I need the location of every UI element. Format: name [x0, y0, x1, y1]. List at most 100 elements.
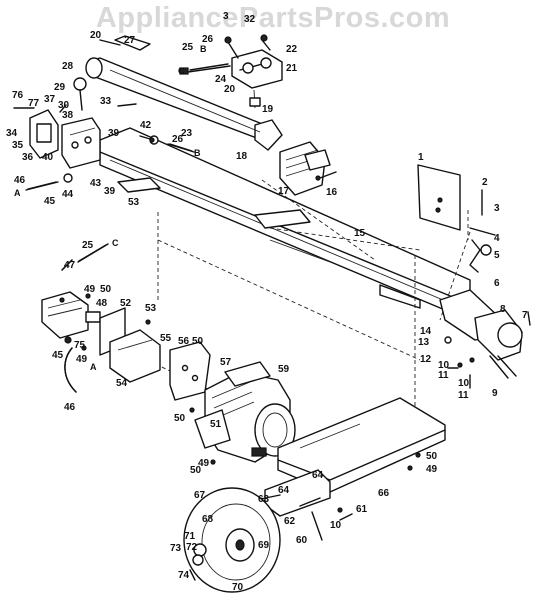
- callout-36: 36: [22, 152, 34, 163]
- callout-75: 75: [74, 340, 86, 351]
- callout-74: 74: [178, 570, 190, 581]
- callout-22: 22: [286, 44, 298, 55]
- callout-26-b: 26: [172, 134, 184, 145]
- callout-10-c: 10: [330, 520, 342, 531]
- callout-21: 21: [286, 63, 298, 74]
- callout-68: 68: [202, 514, 214, 525]
- callout-55: 55: [160, 333, 172, 344]
- callout-50-c: 50: [174, 413, 186, 424]
- callout-49-b: 49: [76, 354, 88, 365]
- callout-40: 40: [42, 152, 54, 163]
- callout-19: 19: [262, 104, 274, 115]
- callout-47: 47: [64, 260, 76, 271]
- callout-7: 7: [522, 310, 528, 321]
- callout-17: 17: [278, 186, 290, 197]
- callout-4: 4: [494, 233, 500, 244]
- callout-43: 43: [90, 178, 102, 189]
- callout-1: 1: [418, 152, 424, 163]
- callout-24: 24: [215, 74, 227, 85]
- mount-plate: [169, 341, 211, 401]
- callout-10-a: 10: [438, 360, 450, 371]
- callout-45-b: 45: [52, 350, 64, 361]
- callout-26-a: 26: [202, 34, 214, 45]
- callout-52: 52: [120, 298, 132, 309]
- callout-53-a: 53: [128, 197, 140, 208]
- beam: [99, 127, 471, 311]
- callout-8: 8: [500, 304, 506, 315]
- connector-a-bottom: A: [90, 362, 97, 372]
- callout-18: 18: [236, 151, 248, 162]
- callout-11-b: 11: [458, 390, 469, 401]
- callout-48: 48: [96, 298, 108, 309]
- base-frame: [264, 397, 446, 517]
- callout-50-e: 50: [426, 451, 438, 462]
- callout-15: 15: [354, 228, 366, 239]
- callout-50-a: 50: [100, 284, 112, 295]
- callout-46-a: 46: [14, 175, 26, 186]
- control-valve: [224, 34, 283, 109]
- callout-49-c: 49: [198, 458, 210, 469]
- hose-46-top: [25, 173, 73, 191]
- callout-16: 16: [326, 187, 338, 198]
- callout-25-b: 25: [82, 240, 94, 251]
- pump: [41, 243, 109, 339]
- callout-72: 72: [186, 542, 198, 553]
- callout-71: 71: [184, 531, 196, 542]
- callout-51: 51: [210, 419, 222, 430]
- bolt-16: [315, 171, 337, 181]
- callout-61: 61: [356, 504, 368, 515]
- callout-labels: 1 2 3 3 4 5 6 7 8 9 10 10 10 11 11 12 13…: [6, 11, 528, 593]
- connector-c-top: C: [178, 66, 185, 76]
- callout-35: 35: [12, 140, 24, 151]
- callout-66: 66: [378, 488, 390, 499]
- callout-49-d: 49: [426, 464, 438, 475]
- pump-bracket: [99, 307, 161, 383]
- callout-50-b: 50: [192, 336, 204, 347]
- callout-34: 34: [6, 128, 18, 139]
- callout-30: 30: [58, 100, 70, 111]
- callout-73: 73: [170, 543, 182, 554]
- callout-56: 56: [178, 336, 190, 347]
- connector-b-right: B: [194, 148, 201, 158]
- callout-59: 59: [278, 364, 290, 375]
- callout-10-b: 10: [458, 378, 470, 389]
- callout-6: 6: [494, 278, 500, 289]
- callout-39-b: 39: [104, 186, 116, 197]
- callout-38: 38: [62, 110, 74, 121]
- callout-45-a: 45: [44, 196, 56, 207]
- engine: [194, 361, 296, 463]
- callout-69: 69: [258, 540, 270, 551]
- connector-a-top: A: [14, 188, 21, 198]
- callout-33: 33: [100, 96, 112, 107]
- callout-25-a: 25: [182, 42, 194, 53]
- callout-32: 32: [244, 14, 256, 25]
- callout-37: 37: [44, 94, 56, 105]
- callout-20-a: 20: [90, 30, 102, 41]
- callout-14: 14: [420, 326, 432, 337]
- connection-letters: A A B B C C: [14, 44, 207, 372]
- connector-c-hose: C: [112, 238, 119, 248]
- callout-77: 77: [28, 98, 40, 109]
- callout-28: 28: [62, 61, 74, 72]
- callout-3-top: 3: [223, 11, 229, 22]
- callout-70: 70: [232, 582, 244, 593]
- callout-50-d: 50: [190, 465, 202, 476]
- callout-12: 12: [420, 354, 432, 365]
- callout-46-b: 46: [64, 402, 76, 413]
- side-shield: [417, 164, 496, 273]
- callout-44: 44: [62, 189, 74, 200]
- callout-64-a: 64: [312, 470, 324, 481]
- fasteners: [59, 137, 475, 513]
- callout-64-b: 64: [278, 485, 290, 496]
- hose-top: [179, 63, 231, 75]
- callout-29: 29: [54, 82, 66, 93]
- callout-23: 23: [181, 128, 193, 139]
- callout-9: 9: [492, 388, 498, 399]
- callout-57: 57: [220, 357, 232, 368]
- callout-11-a: 11: [438, 370, 449, 381]
- callout-49-a: 49: [84, 284, 96, 295]
- callout-13: 13: [418, 337, 430, 348]
- callout-63: 63: [258, 494, 270, 505]
